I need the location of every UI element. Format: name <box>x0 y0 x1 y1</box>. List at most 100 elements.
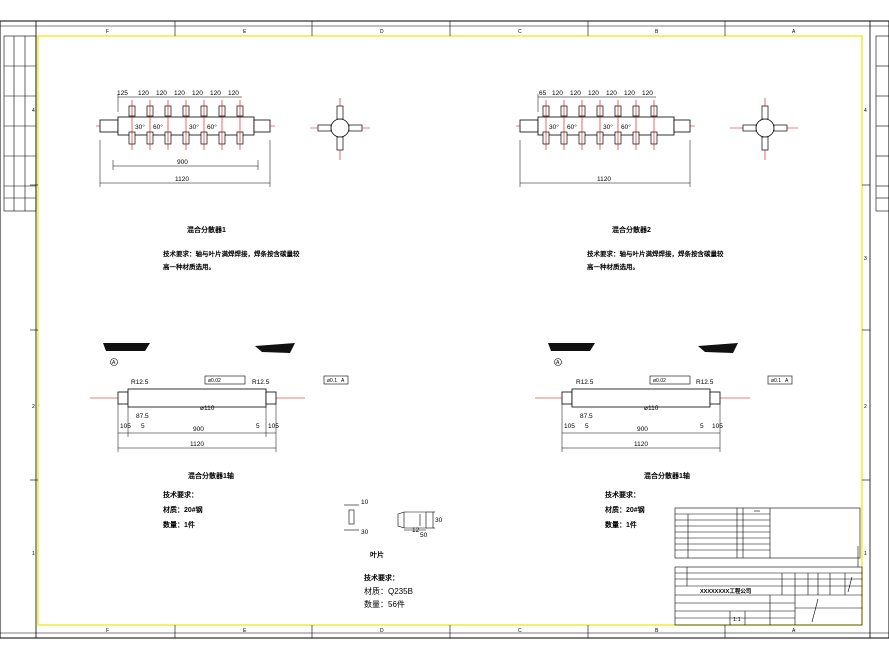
scale-value: 1:1 <box>733 617 741 623</box>
assembly-2-note-2: 高一种材质选用。 <box>587 262 639 271</box>
blade-dim-12: 12 <box>412 527 420 534</box>
shaft-1-radius-right: R12.5 <box>252 379 270 386</box>
angle-30-a: 30° <box>135 123 145 131</box>
shaft-1-1120: 1120 <box>190 441 204 448</box>
zone-letter-d: D <box>380 29 384 35</box>
zone-letter-b: B <box>655 29 659 35</box>
shaft-2-radius-left: R12.5 <box>576 379 594 386</box>
zone-number-2: 2 <box>864 404 867 410</box>
assembly-1-side-view <box>310 98 370 160</box>
assembly-1-note-2: 高一种材质选用。 <box>163 262 215 271</box>
angle2-30-b: 30° <box>603 123 613 131</box>
shaft-2-105-left: 105 <box>564 423 575 430</box>
zone-number-4-left: 4 <box>32 108 35 114</box>
zone-number-4: 4 <box>864 108 867 114</box>
angle2-30-a: 30° <box>549 123 559 131</box>
dim-1120: 1120 <box>175 176 189 183</box>
title-block <box>674 546 863 626</box>
shaft-1-900: 900 <box>193 426 204 433</box>
zone-letter-e: E <box>243 29 247 35</box>
revision-table <box>674 507 861 559</box>
zone-number-1: 1 <box>864 551 867 557</box>
shaft-2-105-right: 105 <box>712 423 723 430</box>
shaft-1-drawing: R12.5 R12.5 ø0.02 ø0.1 A A ø110 87.5 105… <box>90 343 349 452</box>
dim2-120-3: 120 <box>588 90 599 97</box>
left-margin-table <box>3 35 37 212</box>
assembly-2-front-view: 65 120 120 120 120 120 120 30° 60° 30° 6… <box>516 90 695 187</box>
blade-dim-10: 10 <box>361 499 369 506</box>
zone-number-1-left: 1 <box>32 551 35 557</box>
zone-letter-f: F <box>106 29 109 35</box>
shaft-1-runout: ø0.1 <box>327 378 337 384</box>
zone-letter-a: A <box>792 29 796 35</box>
angle-30-b: 30° <box>189 123 199 131</box>
dim-120-4: 120 <box>192 90 203 97</box>
shaft-2-dia: ø110 <box>644 405 659 412</box>
shaft-1-radius-left: R12.5 <box>131 379 149 386</box>
shaft-2-900: 900 <box>637 426 648 433</box>
shaft-1-105-right: 105 <box>268 423 279 430</box>
shaft-2-runout: ø0.1 <box>771 378 781 384</box>
shaft-2-tolerance: ø0.02 <box>653 378 666 384</box>
angle-60-a: 60° <box>153 123 163 131</box>
dim2-1120: 1120 <box>597 176 611 183</box>
blade-req: 技术要求： <box>364 573 399 582</box>
shaft-1-875: 87.5 <box>136 413 149 420</box>
dim-120-3: 120 <box>174 90 185 97</box>
shaft-1-5-right: 5 <box>256 423 260 430</box>
shaft-1-req: 技术要求： <box>163 490 198 499</box>
blade-dim-side: 30 <box>435 517 443 524</box>
shaft-1-5-left: 5 <box>141 423 145 430</box>
dim2-120-6: 120 <box>642 90 653 97</box>
shaft-2-875: 87.5 <box>580 413 593 420</box>
dim-125: 125 <box>117 90 128 97</box>
dim2-120-2: 120 <box>570 90 581 97</box>
angle2-60-b: 60° <box>621 123 631 131</box>
shaft-1-title: 混合分散器1轴 <box>188 471 234 480</box>
zone-letter-a-bottom: A <box>792 628 796 634</box>
zone-letter-b-bottom: B <box>655 628 659 634</box>
zone-letter-e-bottom: E <box>243 628 247 634</box>
dim-120-2: 120 <box>156 90 167 97</box>
assembly-1-title: 混合分散器1 <box>187 225 226 234</box>
company-name: XXXXXXXX工程公司 <box>700 587 751 595</box>
blade-dim-30: 30 <box>361 529 369 536</box>
shaft-2-drawing: R12.5 R12.5 ø0.02 ø0.1 A A ø110 87.5 105… <box>535 343 793 452</box>
dim-120-1: 120 <box>138 90 149 97</box>
right-margin-table <box>875 35 889 212</box>
shaft-1-datum-ref: A <box>341 378 345 384</box>
angle2-60-a: 60° <box>567 123 577 131</box>
zone-letter-f-bottom: F <box>106 628 109 634</box>
shaft-2-datum: A <box>556 360 560 366</box>
shaft-2-5-right: 5 <box>700 423 704 430</box>
shaft-2-5-left: 5 <box>585 423 589 430</box>
assembly-2-note-1: 技术要求：轴与叶片满焊焊接，焊条按含碳量较 <box>587 249 724 258</box>
dim-900: 900 <box>177 159 188 166</box>
blade-material: 材质：Q235B <box>364 586 413 596</box>
blade-dim-50: 50 <box>420 532 428 539</box>
shaft-2-title: 混合分散器1轴 <box>644 471 690 480</box>
shaft-1-material: 材质：20#钢 <box>162 505 203 514</box>
shaft-2-radius-right: R12.5 <box>696 379 714 386</box>
zone-number-2-left: 2 <box>32 404 35 410</box>
dim-65: 65 <box>539 90 547 97</box>
shaft-2-req: 技术要求： <box>605 490 640 499</box>
dim2-120-5: 120 <box>624 90 635 97</box>
assembly-1-front-view: 125 120 120 120 120 120 120 30° 60° 30° … <box>96 90 275 187</box>
zone-letter-c: C <box>518 29 522 35</box>
dim-120-5: 120 <box>210 90 221 97</box>
blade-quantity: 数量：56件 <box>364 599 405 609</box>
shaft-1-quantity: 数量：1件 <box>163 520 195 529</box>
shaft-2-datum-ref: A <box>785 378 789 384</box>
blade-drawing <box>344 504 435 531</box>
shaft-2-quantity: 数量：1件 <box>605 520 637 529</box>
shaft-1-tolerance: ø0.02 <box>208 378 221 384</box>
blade-title: 叶片 <box>370 550 384 559</box>
shaft-1-dia: ø110 <box>200 405 215 412</box>
angle-60-b: 60° <box>207 123 217 131</box>
shaft-1-datum: A <box>112 360 116 366</box>
zone-number-3: 3 <box>864 256 867 262</box>
dim-120-6: 120 <box>228 90 239 97</box>
shaft-2-material: 材质：20#钢 <box>604 505 645 514</box>
